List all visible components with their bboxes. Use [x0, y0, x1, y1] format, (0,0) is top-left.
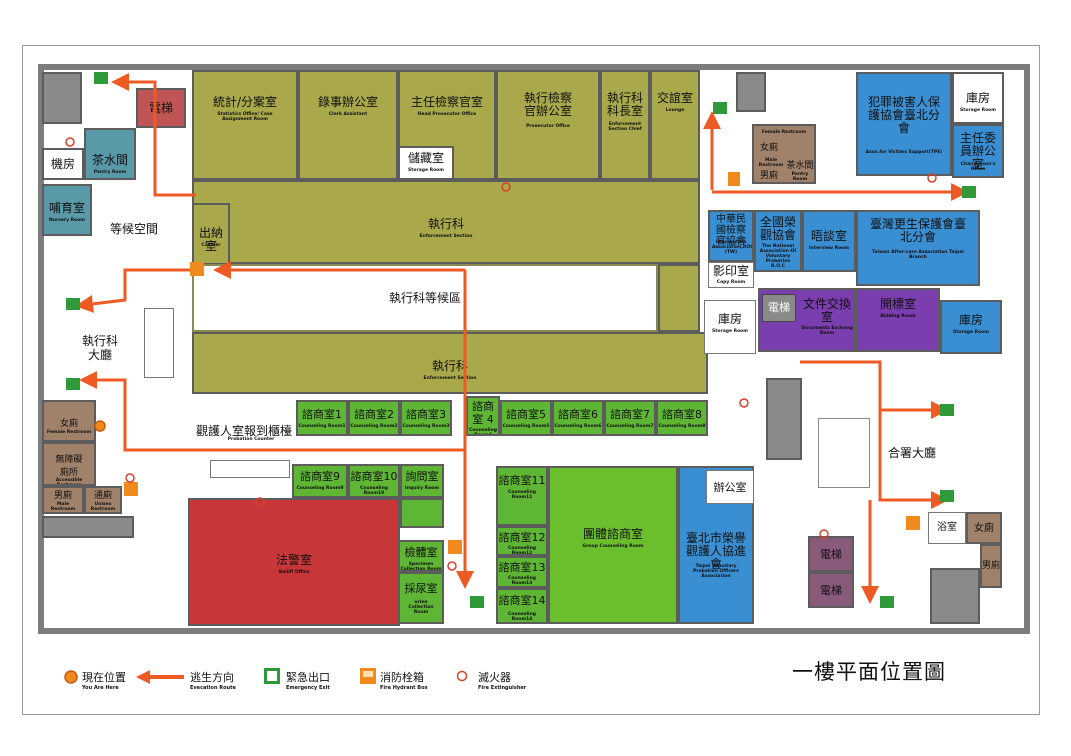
map-title: 一樓平面位置圖: [792, 660, 946, 684]
legend-exit-label: 緊急出口: [286, 671, 330, 684]
elevator-middle-box: 電梯: [762, 294, 796, 322]
stairs-right-middle: [766, 378, 802, 460]
legend-exit-en: Emergency Exit: [286, 685, 330, 691]
olive-pillar-block: [658, 264, 700, 332]
room-machine: 機房: [42, 148, 84, 180]
route-left-lower: [79, 371, 465, 452]
room-counseling-11: 諮商室11 Counseling Room11: [496, 466, 548, 526]
legend-here-en: You Are Here: [82, 685, 119, 691]
extinguishers: [65, 137, 937, 571]
stairs-top-right: [736, 72, 766, 112]
route-top-left: [111, 73, 196, 197]
room-aftercare: 臺灣更生保護會臺北分會 Taiwan After-care Associatio…: [856, 210, 980, 286]
room-female-restroom-br: 女廁: [966, 512, 1002, 544]
room-unisex-restroom: 通廁 Unisex Restroom: [84, 486, 122, 514]
exit-signs: [66, 72, 976, 608]
stairs-bottom-right: [930, 568, 980, 624]
legend-here-icon: [64, 670, 78, 684]
room-counseling-14: 諮商室14 Counseling Room14: [496, 588, 548, 624]
route-left-waiting: [75, 268, 196, 313]
label-probation-counter-en: Probation Counter: [227, 437, 275, 442]
legend-exit-icon: [264, 668, 280, 684]
counter-desk: [210, 460, 290, 478]
hall-seating: [818, 418, 870, 488]
room-stats: 統計/分案室 Statistics Office/ Case Assignmen…: [192, 70, 298, 180]
room-counseling-10: 諮商室10 Counseling Room10: [348, 464, 400, 498]
you-are-here-marker: [94, 420, 106, 432]
room-enforcement-top: 執行科 Enforcement Section: [192, 180, 700, 264]
room-male-restroom-left: 男廁 Male Restroom: [42, 486, 84, 514]
room-section-chief: 執行科科長室 Enforcement Section Chief: [600, 70, 650, 180]
room-counseling-2: 諮商室2 Counseling Room2: [348, 400, 400, 436]
legend-hydrant-label: 消防栓箱: [380, 671, 424, 684]
room-victims-support: 犯罪被害人保護協會臺北分會 Assn.for Victims Support(T…: [856, 72, 952, 176]
room-counseling-6: 諮商室6 Counseling Room6: [552, 400, 604, 436]
legend-here-label: 現在位置: [82, 671, 126, 684]
room-male-restroom-br: 男廁: [980, 544, 1002, 588]
label-joint-hall: 合署大廳: [888, 446, 937, 460]
route-right-mid: [800, 360, 949, 419]
room-copy: 影印室 Copy Room: [708, 262, 754, 288]
room-counseling-13: 諮商室13 Counseling Room13: [496, 556, 548, 588]
label-waiting: 等候空間: [110, 222, 159, 236]
legend-extinguisher-en: Fire Extinguisher: [478, 685, 527, 691]
room-counseling-7: 諮商室7 Counseling Room7: [604, 400, 656, 436]
legend-extinguisher-icon: [456, 670, 468, 682]
elevator-bottom-right-1: 電梯: [808, 536, 854, 572]
room-specimen: 檢體室 Specimen Collection Room: [398, 540, 444, 572]
room-clerk: 錄事辦公室 Clerk Assistant: [298, 70, 398, 180]
legend-route-icon: [136, 670, 184, 684]
room-lounge: 交誼室 Lounge: [650, 70, 700, 180]
room-enforcement-bottom: 執行科 Enforcement Section: [192, 332, 708, 394]
room-group-counseling: 團體諮商室 Group Counseling Room: [548, 466, 678, 624]
room-national-association: 全國榮觀協會 The National Association Of Volun…: [754, 210, 802, 272]
route-right-lower: [878, 410, 949, 509]
room-prosecutor: 執行檢察官辦公室 Prosecutor Office: [496, 70, 600, 180]
room-bidding: 開標室 Bidding Room: [856, 288, 940, 352]
room-counseling-5: 諮商室5 Counseling Room5: [500, 400, 552, 436]
legend-route-label: 逃生方向: [190, 671, 234, 684]
room-pantry-left: 茶水間 Pantry Room: [84, 128, 136, 180]
legend-hydrant-icon: [360, 668, 376, 684]
room-bath: 浴室: [928, 512, 966, 544]
room-storage-top: 儲藏室 Storage Room: [398, 146, 454, 180]
room-cashier: 出納室 Cashier: [192, 203, 230, 265]
stairs-left-lower: [42, 516, 134, 538]
room-prosecutors-association: 中華民國檢察官協會 Prosecutors Association,ROC (T…: [708, 210, 754, 262]
room-storage-right: 庫房 Storage Room: [940, 300, 1002, 354]
room-urine: 採尿室 urine Collection Room: [398, 572, 444, 624]
legend-route-en: Evecation Route: [190, 685, 236, 691]
room-counseling-9: 諮商室9 Counseling Room9: [292, 464, 348, 498]
room-counseling-4: 諮商室 4 Counseling Room4: [466, 396, 500, 436]
label-probation-counter: 觀護人室報到櫃檯: [196, 424, 293, 438]
room-interview: 晤談室 Interview Room: [802, 210, 856, 272]
elevator-bottom-right-2: 電梯: [808, 572, 854, 608]
room-accessible-restroom: 無障礙廁所 Accessible Restroom: [42, 442, 96, 486]
stairs-top-left: [42, 72, 82, 124]
room-counseling-12: 諮商室12 Counseling Room12: [496, 526, 548, 556]
room-small-office: 辦公室: [706, 470, 754, 504]
room-storage-middle: 庫房 Storage Room: [704, 300, 756, 354]
room-counseling-1: 諮商室1 Counseling Room1: [296, 400, 348, 436]
restroom-block-right: Female Restroom 女廁 Male Restroom 男廁 茶水間 …: [752, 124, 816, 184]
room-storage-top-right: 庫房 Storage Room: [952, 72, 1004, 124]
legend-hydrant-en: Fire Hydrant Box: [380, 685, 428, 691]
room-female-restroom-left: 女廁 Female Restroom: [42, 400, 96, 442]
room-counseling-8: 諮商室8 Counseling Room8: [656, 400, 708, 436]
room-inquiry: 詢問室 Inquiry Room: [400, 464, 444, 498]
room-chairperson: 主任委員辦公室 Chairperson's Office: [952, 124, 1004, 178]
green-corridor-block: [400, 498, 444, 528]
reception-desk: [144, 308, 174, 378]
legend-extinguisher-label: 滅火器: [478, 671, 511, 684]
enforcement-waiting-area: 執行科等候區: [192, 264, 658, 332]
room-nursery: 哺育室 Nursery Room: [42, 184, 92, 236]
room-bailiff: 法警室 Bailiff Office: [188, 498, 400, 626]
hydrant-boxes: [124, 172, 920, 554]
label-enforcement-hall: 執行科大廳: [81, 334, 118, 362]
room-counseling-3: 諮商室3 Counseling Room3: [400, 400, 452, 436]
